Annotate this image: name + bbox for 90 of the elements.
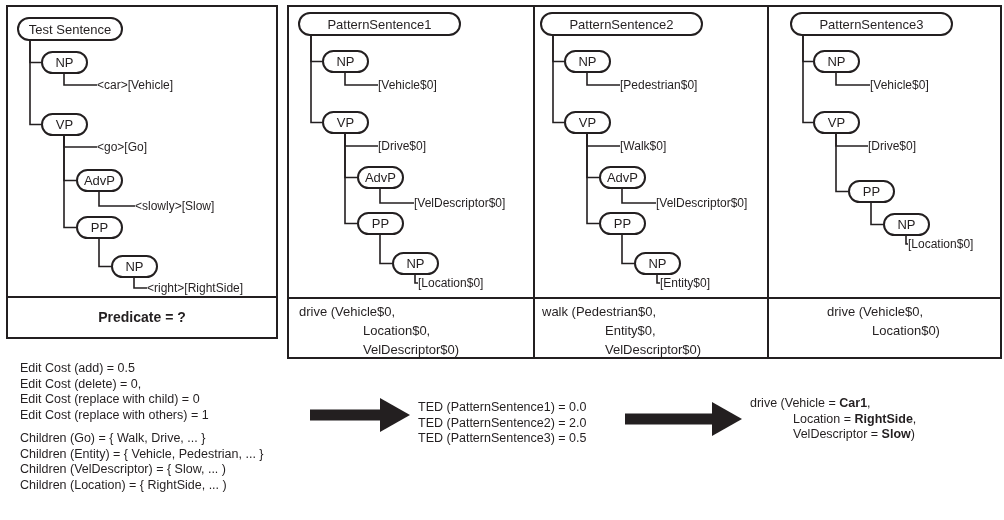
- leaf-label: [Vehicle$0]: [870, 77, 929, 93]
- phrase-node: VP: [41, 113, 88, 136]
- tree-connector: [379, 234, 393, 265]
- tree-connector: [344, 133, 358, 225]
- tree-panel: [767, 5, 1002, 359]
- phrase-node: NP: [564, 50, 611, 73]
- predicate-line: VelDescriptor$0): [363, 341, 460, 359]
- phrase-node: VP: [813, 111, 860, 134]
- tree-connector: [63, 73, 98, 86]
- tree-connector: [133, 277, 148, 289]
- leaf-label: [Pedestrian$0]: [620, 77, 698, 93]
- result-line: drive (Vehicle = Car1,: [750, 396, 871, 412]
- leaf-label: [Location$0]: [908, 236, 974, 252]
- predicate-line: Entity$0,: [605, 322, 656, 340]
- phrase-node: NP: [111, 255, 158, 278]
- tree-connector: [586, 133, 600, 225]
- tree-connector: [29, 40, 42, 126]
- leaf-label: <car>[Vehicle]: [97, 77, 174, 93]
- phrase-node: VP: [564, 111, 611, 134]
- leaf-label: [Location$0]: [418, 275, 484, 291]
- predicate-line: Location$0,: [363, 322, 431, 340]
- ted-score-line: TED (PatternSentence2) = 2.0: [418, 415, 587, 431]
- leaf-label: <right>[RightSide]: [147, 280, 244, 296]
- sentence-node: PatternSentence1: [298, 12, 461, 36]
- block-arrow: [310, 398, 410, 432]
- ted-score-line: TED (PatternSentence3) = 0.5: [418, 431, 587, 447]
- leaf-label: [Drive$0]: [868, 138, 917, 154]
- tree-connector: [379, 188, 415, 204]
- leaf-label: [Walk$0]: [620, 138, 667, 154]
- phrase-node: PP: [848, 180, 895, 203]
- rule-line: Children (Entity) = { Vehicle, Pedestrian, ... }: [20, 446, 264, 462]
- tree-connector: [621, 234, 635, 265]
- sentence-node: Test Sentence: [17, 17, 123, 41]
- sentence-node: PatternSentence3: [790, 12, 953, 36]
- tree-panel: [533, 5, 769, 359]
- tree-connector: [344, 72, 379, 86]
- result-line: VelDescriptor = Slow): [793, 427, 915, 443]
- leaf-label: [Vehicle$0]: [378, 77, 437, 93]
- phrase-node: NP: [392, 252, 439, 275]
- tree-connector: [835, 133, 849, 193]
- rule-line: Children (VelDescriptor) = { Slow, ... ): [20, 462, 226, 478]
- phrase-node: NP: [813, 50, 860, 73]
- rule-line: Edit Cost (add) = 0.5: [20, 361, 135, 377]
- sentence-node: PatternSentence2: [540, 12, 703, 36]
- tree-connector: [802, 35, 814, 124]
- predicate-line: drive (Vehicle$0,: [299, 303, 396, 321]
- predicate-line: walk (Pedestrian$0,: [542, 303, 657, 321]
- predicate-line: drive (Vehicle$0,: [827, 303, 924, 321]
- tree-connector: [905, 235, 909, 245]
- leaf-label: [VelDescriptor$0]: [414, 195, 506, 211]
- tree-connector: [98, 191, 136, 207]
- phrase-node: PP: [599, 212, 646, 235]
- phrase-node: VP: [322, 111, 369, 134]
- phrase-node: PP: [357, 212, 404, 235]
- tree-connector: [586, 72, 621, 86]
- ted-score-line: TED (PatternSentence1) = 0.0: [418, 400, 587, 416]
- tree-connector: [63, 135, 77, 229]
- predicate-line: Location$0): [872, 322, 940, 340]
- predicate-line: VelDescriptor$0): [605, 341, 702, 359]
- phrase-node: PP: [76, 216, 123, 239]
- rule-line: Edit Cost (replace with child) = 0: [20, 392, 200, 408]
- phrase-node: AdvP: [357, 166, 404, 189]
- phrase-node: AdvP: [599, 166, 646, 189]
- rule-line: Edit Cost (replace with others) = 1: [20, 407, 209, 423]
- tree-connector: [621, 188, 657, 204]
- rule-line: Children (Location) = { RightSide, ... ): [20, 477, 227, 493]
- phrase-node: NP: [41, 51, 88, 74]
- leaf-label: [Drive$0]: [378, 138, 427, 154]
- leaf-label: <slowly>[Slow]: [135, 198, 215, 214]
- phrase-node: NP: [322, 50, 369, 73]
- leaf-label: [VelDescriptor$0]: [656, 195, 748, 211]
- tree-connector: [98, 238, 112, 268]
- leaf-label: [Entity$0]: [660, 275, 711, 291]
- block-arrow: [625, 402, 742, 436]
- tree-connector: [870, 202, 884, 226]
- tree-connector: [656, 274, 661, 284]
- result-line: Location = RightSide,: [793, 411, 917, 427]
- rule-line: Children (Go) = { Walk, Drive, ... }: [20, 431, 206, 447]
- predicate-label: Predicate = ?: [98, 308, 186, 327]
- phrase-node: NP: [883, 213, 930, 236]
- tree-panel: [6, 5, 278, 339]
- tree-panel: [287, 5, 535, 359]
- phrase-node: AdvP: [76, 169, 123, 192]
- tree-connector: [552, 35, 565, 124]
- tree-connector: [414, 274, 419, 284]
- tree-connector: [835, 72, 871, 86]
- phrase-node: NP: [634, 252, 681, 275]
- rule-line: Edit Cost (delete) = 0,: [20, 376, 142, 392]
- leaf-label: <go>[Go]: [97, 139, 148, 155]
- tree-connector: [310, 35, 323, 124]
